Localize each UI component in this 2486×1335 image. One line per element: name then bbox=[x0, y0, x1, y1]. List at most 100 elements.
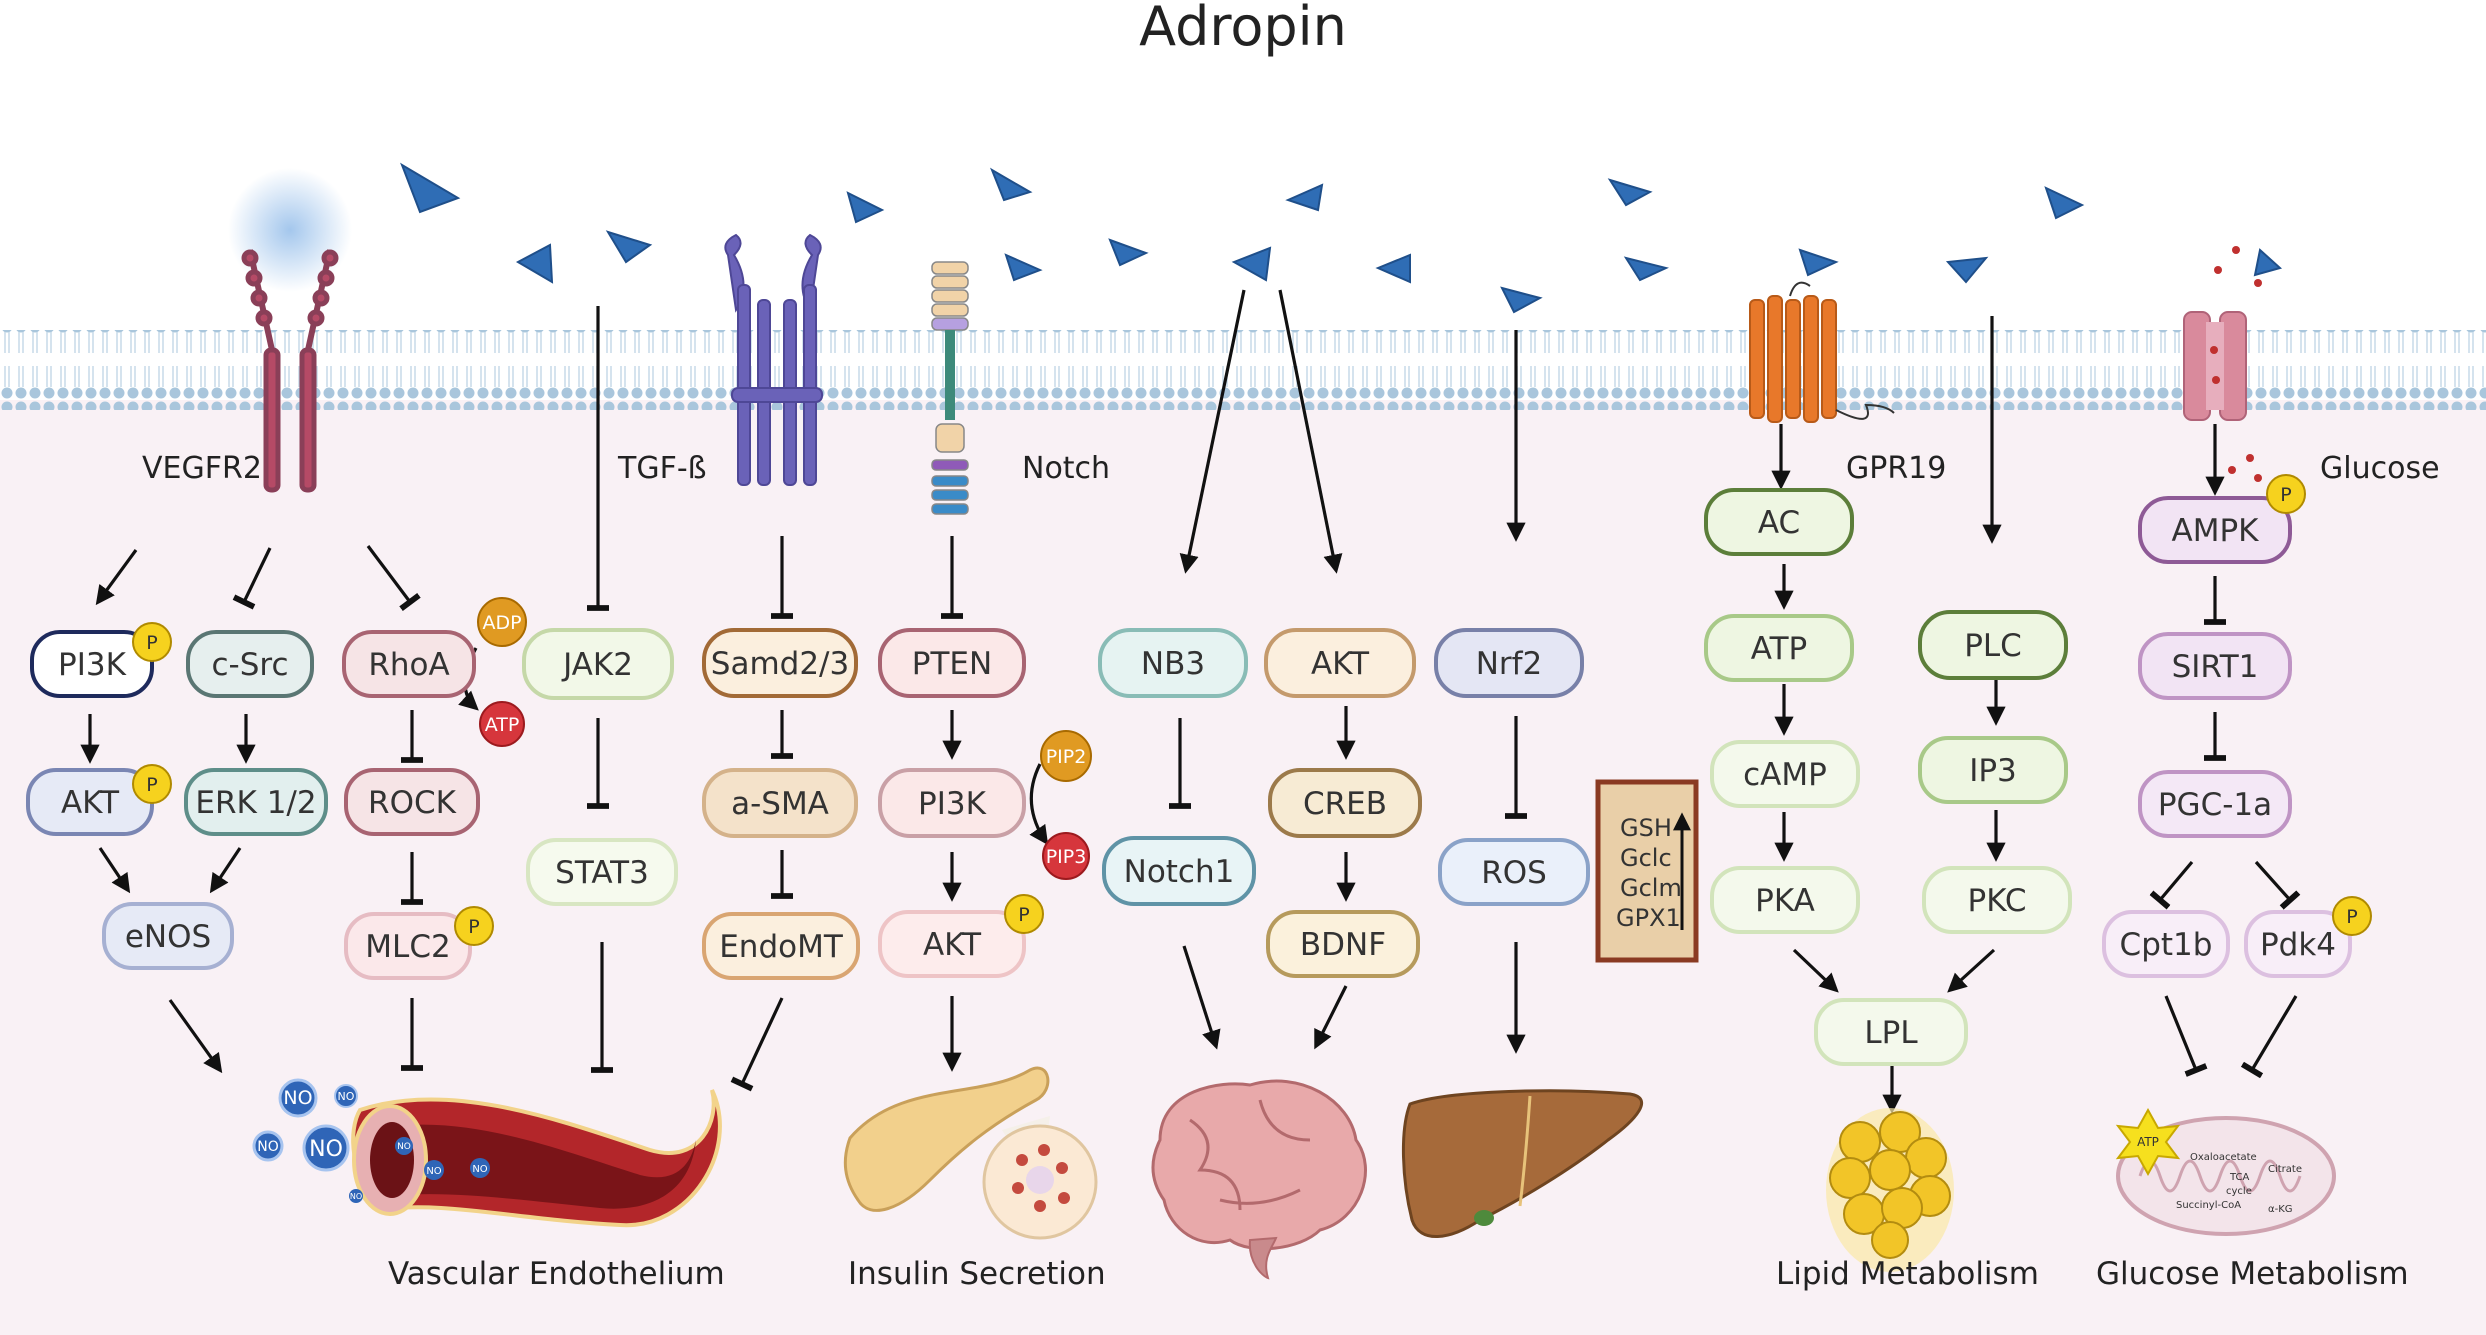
notch-receptor-icon bbox=[931, 261, 969, 515]
node-jak2: JAK2 bbox=[522, 628, 674, 700]
adropin-ligand bbox=[2044, 186, 2085, 220]
node-sirt1: SIRT1 bbox=[2138, 632, 2292, 700]
antioxidant-item: GSH bbox=[1620, 814, 1672, 842]
phospho-badge: P bbox=[1004, 894, 1044, 934]
badge-label: NO bbox=[426, 1166, 441, 1177]
caption-lipid: Lipid Metabolism bbox=[1776, 1256, 2039, 1292]
adropin-ligand bbox=[1607, 178, 1653, 207]
glucose-label: Glucose bbox=[2320, 451, 2440, 486]
node-bdnf: BDNF bbox=[1266, 910, 1420, 978]
adropin-ligand bbox=[1500, 286, 1543, 314]
phospho-badge: P bbox=[2332, 896, 2372, 936]
no-molecule: NO bbox=[349, 1189, 363, 1203]
brain-illustration bbox=[1151, 1079, 1367, 1280]
no-molecule: NO bbox=[395, 1137, 413, 1155]
adropin-ligand bbox=[515, 243, 554, 284]
node-pkc: PKC bbox=[1922, 866, 2072, 934]
adropin-ligand bbox=[846, 191, 885, 224]
node-label: Cpt1b bbox=[2120, 927, 2213, 963]
node-erk: ERK 1/2 bbox=[184, 768, 328, 836]
node-ampk: AMPK bbox=[2138, 496, 2292, 564]
blood-vessel-illustration bbox=[351, 1089, 722, 1228]
mito-label: cycle bbox=[2226, 1186, 2252, 1197]
phospho-badge: P bbox=[132, 764, 172, 804]
phospho-badge: P bbox=[132, 622, 172, 662]
badge-label: P bbox=[146, 774, 157, 796]
antioxidant-item: Gclc bbox=[1620, 844, 1672, 872]
node-label: AKT bbox=[61, 785, 120, 821]
node-label: BDNF bbox=[1300, 927, 1386, 963]
tgfb-label: TGF-ß bbox=[617, 451, 707, 486]
node-label: PGC-1a bbox=[2158, 787, 2272, 823]
adropin-ligand bbox=[989, 167, 1033, 202]
antioxidant-box: GSH Gclc Gclm GPX1 bbox=[1595, 779, 1699, 963]
node-label: JAK2 bbox=[561, 647, 633, 683]
adropin-ligand bbox=[400, 162, 461, 214]
node-label: MLC2 bbox=[365, 929, 450, 965]
adropin-ligands bbox=[400, 162, 2283, 314]
node-label: LPL bbox=[1864, 1015, 1918, 1051]
badge-label: NO bbox=[338, 1090, 355, 1103]
mito-label: Succinyl-CoA bbox=[2176, 1200, 2241, 1211]
node-pi3k-1: PI3K bbox=[30, 630, 154, 698]
badge-label: NO bbox=[397, 1142, 411, 1152]
diagram-title: Adropin bbox=[1139, 0, 1347, 58]
adropin-ligand bbox=[1945, 256, 1989, 284]
caption-vascular: Vascular Endothelium bbox=[388, 1256, 725, 1292]
adropin-ligand bbox=[1623, 256, 1669, 282]
no-molecule: NO bbox=[470, 1158, 490, 1178]
no-molecule: NO bbox=[334, 1084, 358, 1108]
node-label: eNOS bbox=[125, 919, 211, 955]
liver-illustration bbox=[1401, 1089, 1644, 1238]
node-atp: ATP bbox=[1704, 614, 1854, 682]
node-rock: ROCK bbox=[344, 768, 480, 836]
node-ip3: IP3 bbox=[1918, 736, 2068, 804]
node-mlc2: MLC2 bbox=[344, 912, 472, 980]
node-label: ROCK bbox=[368, 785, 457, 821]
no-molecule: NO bbox=[302, 1124, 350, 1172]
adropin-ligand bbox=[605, 230, 653, 264]
phospho-badge: P bbox=[2266, 474, 2306, 514]
cell-membrane bbox=[0, 330, 2486, 410]
node-akt-2: AKT bbox=[878, 910, 1026, 978]
node-label: cAMP bbox=[1743, 757, 1827, 793]
node-samd: Samd2/3 bbox=[702, 628, 858, 698]
node-label: SIRT1 bbox=[2172, 649, 2259, 685]
adropin-ligand bbox=[1108, 238, 1149, 267]
vegfr2-glow bbox=[228, 168, 352, 292]
badge-label: ADP bbox=[482, 612, 521, 634]
adropin-ligand bbox=[1004, 253, 1043, 282]
node-label: ROS bbox=[1481, 855, 1547, 891]
badge-label: P bbox=[1018, 904, 1029, 926]
node-label: PKC bbox=[1968, 883, 2027, 919]
phospho-badge: P bbox=[454, 906, 494, 946]
badge-label: NO bbox=[472, 1164, 487, 1175]
vegfr2-receptor-icon bbox=[241, 249, 339, 493]
node-rhoa: RhoA bbox=[342, 630, 476, 698]
mitochondrion-illustration: ATP Oxaloacetate Citrate TCA cycle Succi… bbox=[2115, 1107, 2336, 1236]
node-creb: CREB bbox=[1268, 768, 1422, 838]
mito-label: ATP bbox=[2137, 1135, 2159, 1149]
badge-label: P bbox=[2346, 906, 2357, 928]
no-molecule: NO bbox=[278, 1078, 318, 1118]
adropin-ligand bbox=[1231, 246, 1272, 282]
node-label: ERK 1/2 bbox=[195, 785, 316, 821]
node-label: EndoMT bbox=[719, 929, 844, 965]
node-label: AKT bbox=[923, 927, 982, 963]
node-label: NB3 bbox=[1141, 646, 1205, 682]
node-pi3k-2: PI3K bbox=[878, 768, 1026, 838]
node-label: RhoA bbox=[368, 647, 449, 683]
node-label: PKA bbox=[1755, 883, 1815, 919]
antioxidant-item: GPX1 bbox=[1616, 904, 1681, 932]
no-molecule: NO bbox=[252, 1130, 284, 1162]
caption-glucose: Glucose Metabolism bbox=[2096, 1256, 2409, 1292]
node-label: Nrf2 bbox=[1476, 646, 1543, 682]
badge-label: NO bbox=[283, 1087, 312, 1109]
node-label: ATP bbox=[1751, 631, 1807, 667]
node-nb3: NB3 bbox=[1098, 628, 1248, 698]
node-notch1: Notch1 bbox=[1102, 836, 1256, 906]
node-lpl: LPL bbox=[1814, 998, 1968, 1066]
node-pdk4: Pdk4 bbox=[2244, 910, 2352, 978]
node-akt-3: AKT bbox=[1264, 628, 1416, 698]
